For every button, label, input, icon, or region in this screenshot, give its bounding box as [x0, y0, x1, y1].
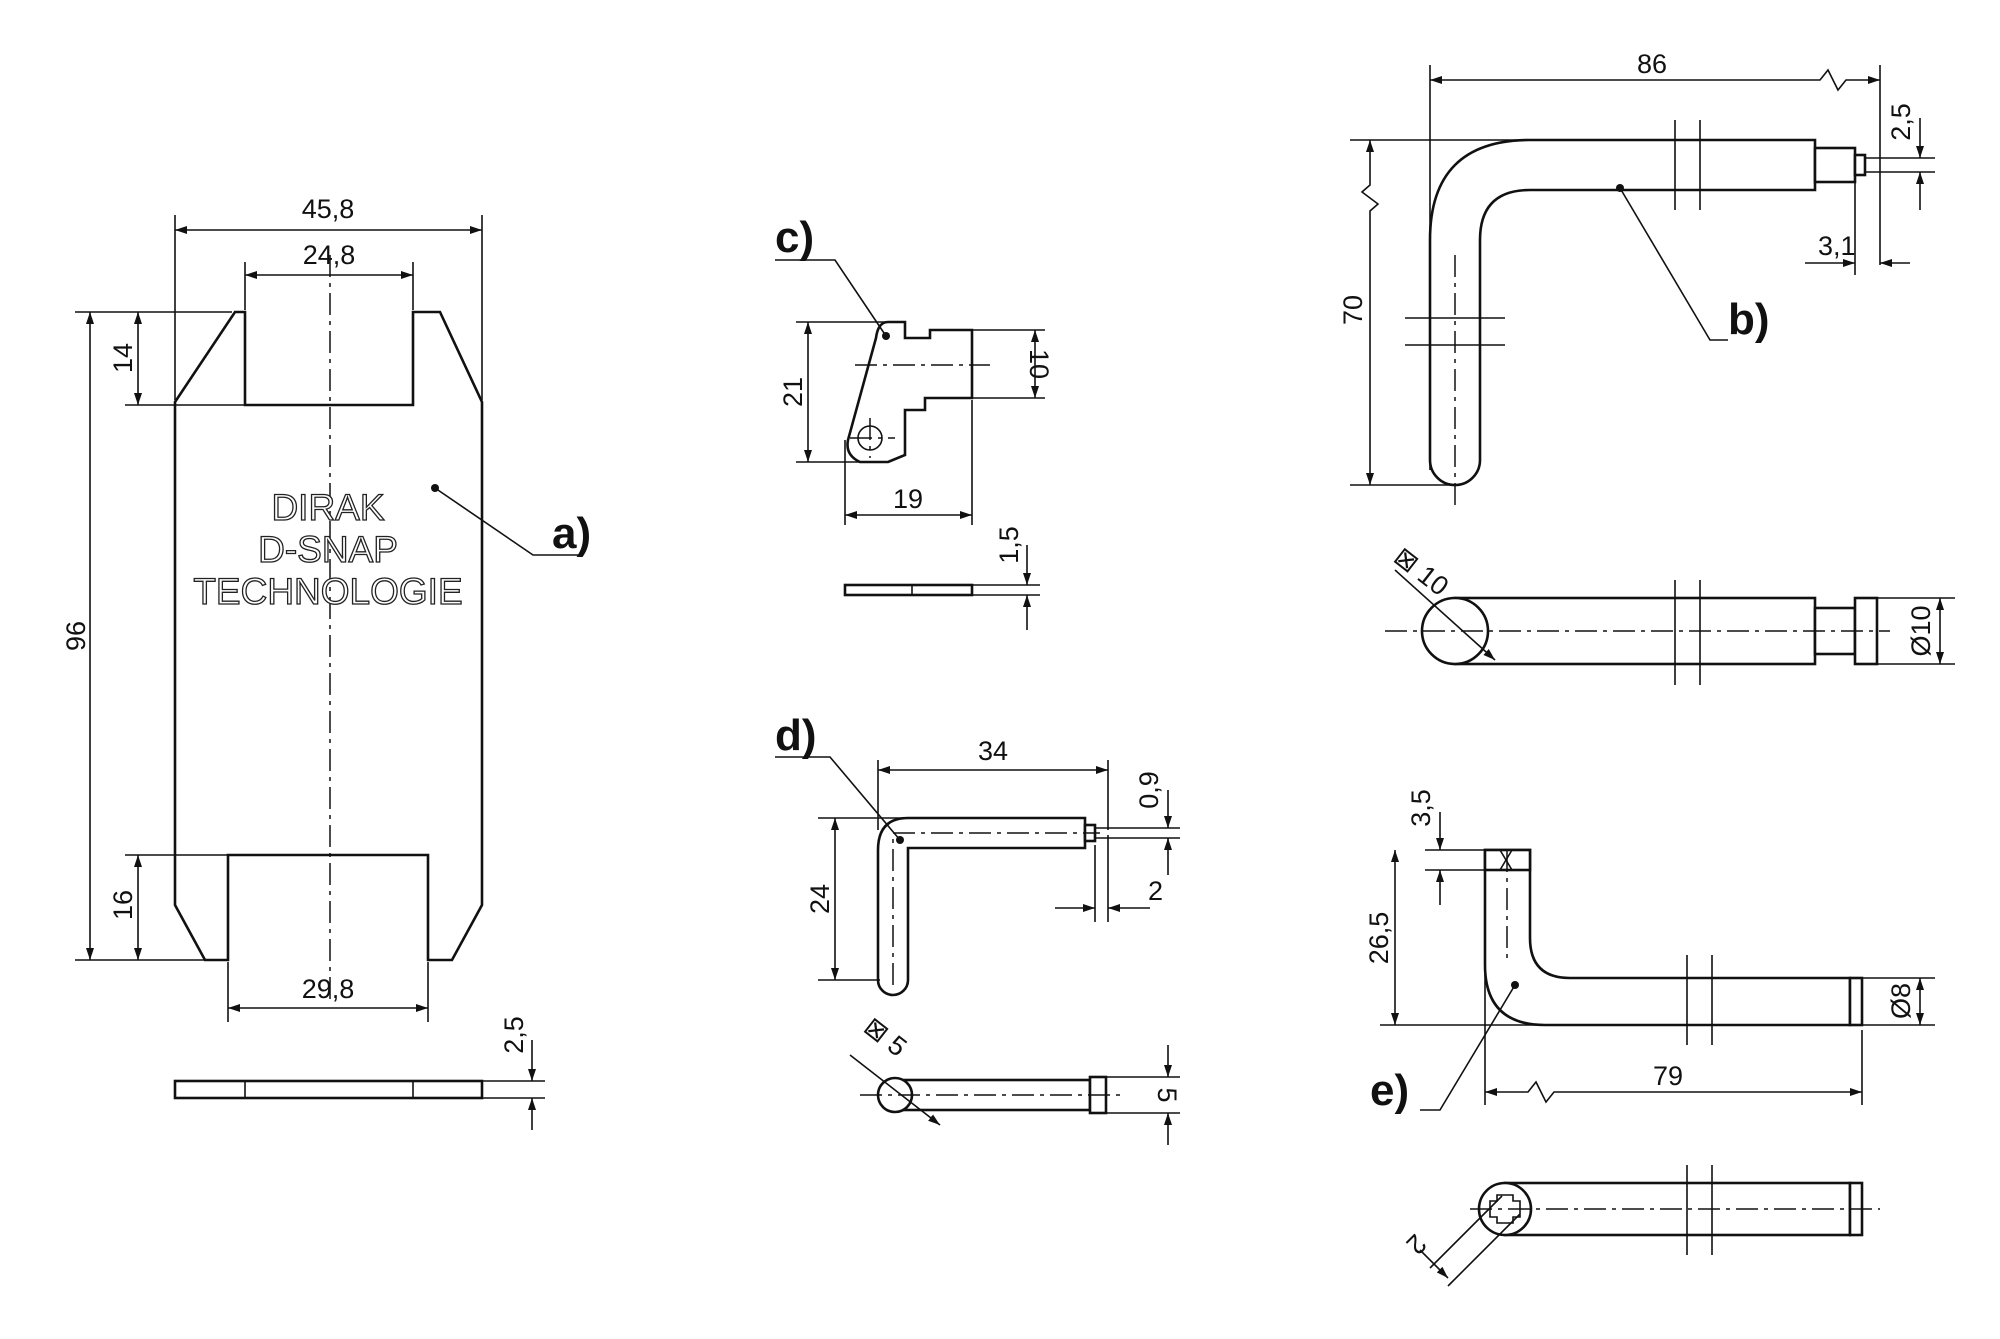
part-a-top-slot-width: 24,8: [303, 240, 356, 270]
part-b-height: 70: [1338, 295, 1368, 325]
part-d-tip-diameter: 0,9: [1134, 771, 1164, 809]
part-c-bracket: [775, 259, 1045, 630]
part-e-diameter: Ø8: [1886, 983, 1916, 1019]
part-e-key: [1380, 812, 1935, 1287]
part-a-overall-height: 96: [61, 621, 91, 651]
part-d-height: 24: [805, 884, 835, 914]
part-a-top-slot-depth: 14: [108, 343, 138, 373]
part-d-label: d): [775, 711, 817, 760]
part-a-bottom-slot-depth: 16: [108, 890, 138, 920]
part-d-end-size: 5: [1152, 1087, 1182, 1102]
part-e-square: 2: [1400, 1228, 1432, 1260]
part-d-square: ⊠ 5: [858, 1011, 912, 1062]
part-d-pin: [775, 756, 1180, 1145]
part-c-label: c): [775, 213, 814, 262]
part-a-label: a): [552, 509, 591, 558]
part-e-height: 26,5: [1364, 912, 1394, 965]
part-d-length: 34: [978, 736, 1008, 766]
part-c-thickness: 1,5: [994, 526, 1024, 564]
part-c-neck: 10: [1024, 349, 1054, 379]
part-e-label: e): [1370, 1066, 1409, 1115]
brand-line-2: D-SNAP: [258, 529, 398, 570]
part-b-handle: [1350, 65, 1955, 685]
brand-line-1: DIRAK: [271, 487, 384, 528]
part-b-tip-diameter: 2,5: [1886, 103, 1916, 141]
part-e-top-offset: 3,5: [1406, 789, 1436, 827]
part-b-length: 86: [1637, 49, 1667, 79]
part-b-diameter: Ø10: [1906, 605, 1936, 656]
part-a-bottom-slot-width: 29,8: [302, 974, 355, 1004]
part-c-height: 21: [778, 377, 808, 407]
part-a-overall-width: 45,8: [302, 194, 355, 224]
brand-line-3: TECHNOLOGIE: [193, 571, 462, 612]
part-a-plate: [75, 215, 580, 1130]
part-d-tip-length: 2: [1148, 876, 1163, 906]
part-e-length: 79: [1653, 1061, 1683, 1091]
part-b-tip-length: 3,1: [1818, 231, 1856, 261]
part-a-thickness: 2,5: [499, 1016, 529, 1054]
part-c-width: 19: [893, 484, 923, 514]
part-b-label: b): [1728, 295, 1770, 344]
